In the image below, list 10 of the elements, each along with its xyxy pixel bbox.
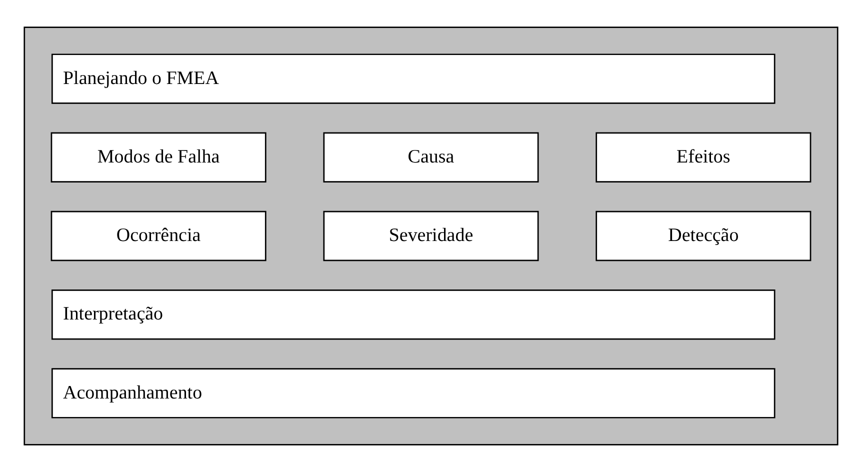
node-box: Modos de Falha [50,132,266,182]
node-box: Efeitos [596,132,812,182]
node-box: Severidade [323,210,539,262]
cluster [24,26,838,446]
node-box: Ocorrência [50,210,266,262]
node-box: Acompanhamento [51,368,776,418]
node-box: Planejando o FMEA [51,54,776,104]
node-box: Detecção [596,210,812,262]
node-box: Interpretação [51,290,776,340]
node-box: Causa [323,132,539,182]
